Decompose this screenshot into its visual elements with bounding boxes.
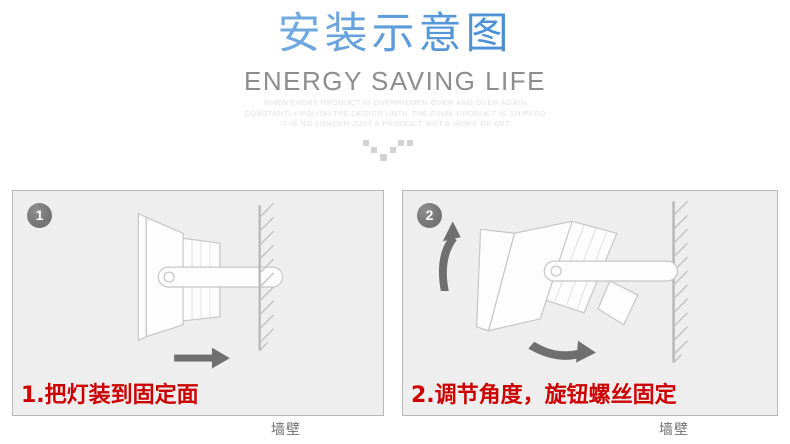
- wall-label-1: 墙壁: [271, 421, 301, 437]
- wall-label-2: 墙壁: [659, 421, 689, 437]
- step-caption-2: 2.调节角度，旋钮螺丝固定: [411, 383, 677, 408]
- page-subtitle: ENERGY SAVING LIFE: [243, 66, 546, 96]
- curved-right-arrow-icon: [528, 340, 596, 363]
- step-badge-1: 1: [27, 203, 52, 228]
- step-badge-2: 2: [417, 203, 442, 228]
- step-caption-1: 1.把灯装到固定面: [21, 383, 199, 408]
- straight-right-arrow-icon: [174, 347, 230, 369]
- page-title: 安装示意图: [0, 8, 790, 60]
- v-dots-ornament-icon: [363, 140, 427, 164]
- step-panel-1: 1: [12, 190, 384, 437]
- curved-up-arrow-icon: [438, 221, 461, 291]
- header-subcopy: WHEN EVERY PRODUCT IS OVERRIDDEN OVER AN…: [0, 98, 790, 130]
- step-panel-2: 2: [402, 190, 778, 437]
- page-header: 安装示意图 ENERGY SAVING LIFE WHEN EVERY PROD…: [0, 0, 790, 180]
- subcopy-line-1: WHEN EVERY PRODUCT IS OVERRIDDEN OVER AN…: [263, 98, 527, 107]
- subcopy-line-3: IT IS NO LONGER JUST A PRODUCT, BUT A WO…: [280, 119, 510, 128]
- illustration-step-2: [403, 191, 777, 377]
- subcopy-line-2: CONSTANTLY POLISH THE DESIGN UNTIL THE F…: [244, 108, 546, 118]
- illustration-step-1: [13, 191, 383, 377]
